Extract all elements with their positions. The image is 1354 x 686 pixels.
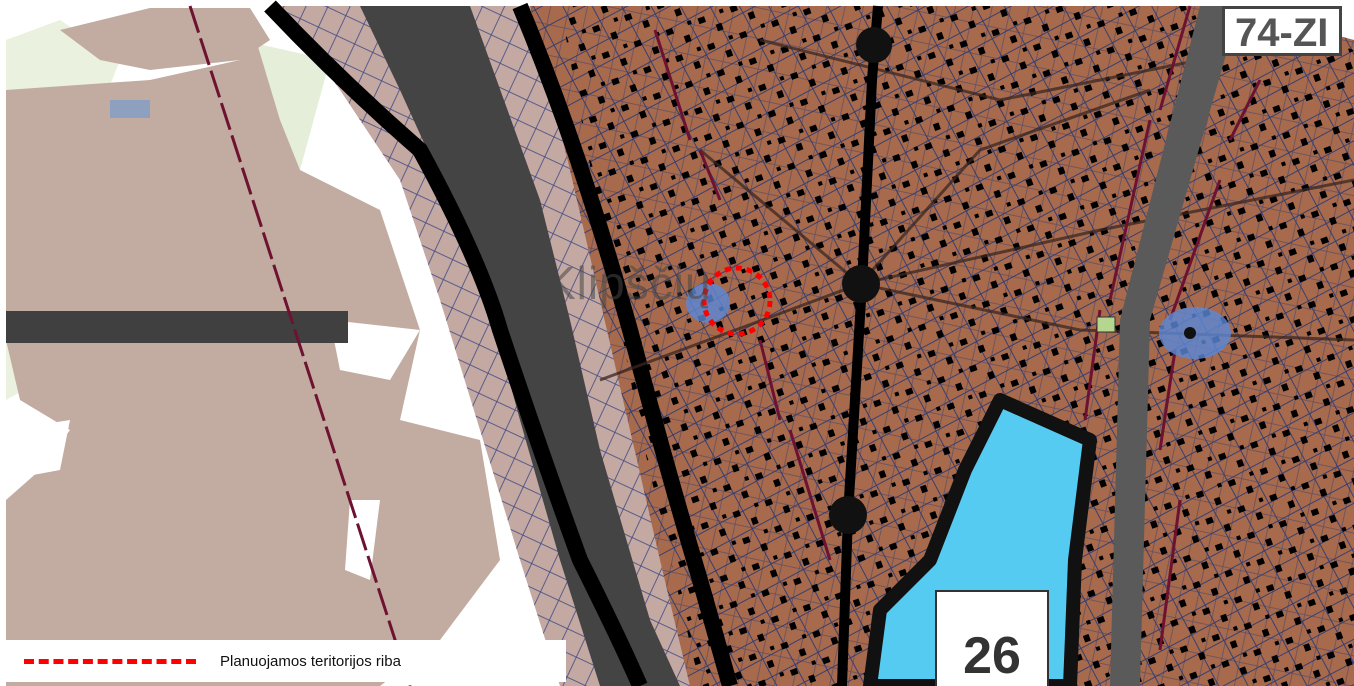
residential-zone: [530, 6, 1354, 686]
pond-markers: [686, 283, 1231, 359]
main-road-corridor: [264, 0, 738, 686]
right-road-corridor: [1110, 6, 1240, 686]
green-plot: [1096, 316, 1116, 333]
zone-number-label: 26: [935, 590, 1049, 686]
planned-territory-boundary[interactable]: [701, 265, 773, 337]
legend-item-label: Planuojamos teritorijos riba: [220, 652, 401, 670]
power-lines: [188, 5, 1262, 686]
road-number-label: 74-ZI: [1222, 6, 1342, 56]
planned-boundary-legend-symbol: [24, 658, 196, 664]
vertical-road: [829, 5, 892, 686]
streets: [599, 38, 1354, 382]
legend: Planuojamos teritorijos riba: [6, 640, 566, 682]
place-name-label: Klipščių: [545, 257, 712, 309]
